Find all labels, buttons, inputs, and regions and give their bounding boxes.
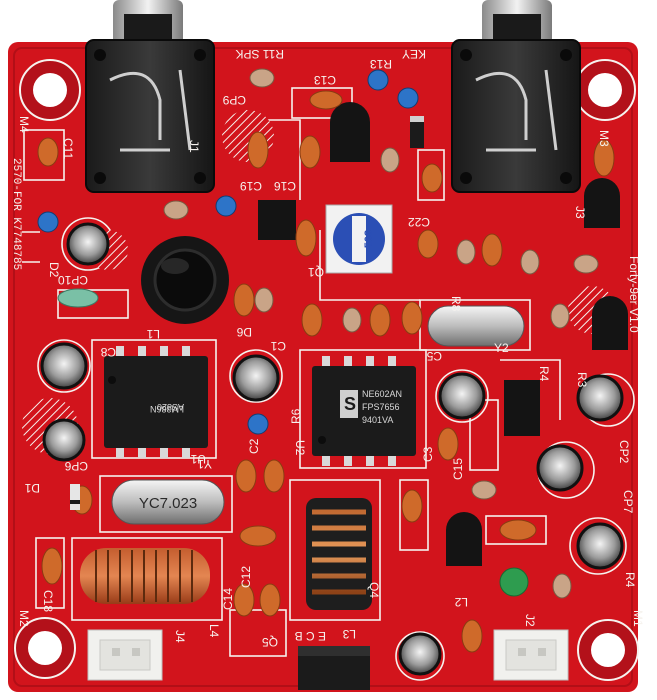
m1-label: M1 (631, 610, 645, 627)
j4-label: J4 (173, 630, 187, 643)
c2-label: C2 (247, 438, 261, 454)
c16-label: C16 (274, 179, 296, 193)
ic-u2-ne602an: S NE602AN FPS7656 9401VA (312, 356, 416, 466)
l3-label: L3 (342, 627, 356, 641)
u1-label: U1 (190, 452, 206, 466)
silkscreen-outlines (22, 87, 635, 681)
cp9-label: CP9 (222, 93, 246, 107)
j1-label: J1 (187, 140, 201, 153)
mounting-hole-bottom-left (14, 617, 76, 679)
c14-label: C14 (221, 588, 235, 610)
speaker-jack-label: R11 SPK (236, 47, 284, 61)
l2-label: L2 (454, 595, 468, 609)
y2-label: Y2 (494, 341, 509, 355)
trimmer-potentiometer[interactable]: 503 (325, 204, 393, 274)
u1-marking-1: LM386N (150, 404, 184, 414)
c1-label: C1 (270, 339, 286, 353)
electrolytic-capacitors (40, 222, 624, 676)
r4b-label: R4 (623, 572, 637, 588)
diodes (70, 116, 424, 510)
c13-label: C13 (314, 73, 336, 87)
c12-label: C12 (239, 566, 253, 588)
cp2-label: CP2 (617, 440, 631, 464)
ebc-label: E C B (295, 629, 326, 643)
key-jack[interactable] (451, 0, 581, 193)
c22-label: C22 (408, 215, 430, 229)
signetics-logo (340, 390, 358, 418)
q4-label: Q4 (367, 582, 381, 598)
header-j2[interactable] (493, 629, 569, 681)
blue-capacitors (37, 69, 419, 435)
y1-label: Y1 (197, 457, 212, 471)
transistors (258, 102, 628, 566)
u2-marking-3: 9401VA (362, 415, 393, 425)
cp6-label: CP6 (64, 459, 88, 473)
crystal-y1: YC7.023 (111, 479, 225, 525)
svg-text:S: S (344, 394, 356, 414)
cp10-label: CP10 (58, 273, 88, 287)
d1-label: D1 (24, 481, 40, 495)
toroid-inductor-l4 (80, 548, 210, 604)
q5-label: Q5 (262, 635, 278, 649)
r6-label: R6 (289, 408, 303, 424)
r4-label: R4 (537, 366, 551, 382)
d6-label: D6 (236, 325, 252, 339)
c5-label: C5 (426, 349, 442, 363)
l1-label: L1 (146, 327, 160, 341)
r13-label: R13 (370, 57, 392, 71)
header-j4[interactable] (87, 629, 163, 681)
c15-label: C15 (451, 458, 465, 480)
transformer-l3 (306, 498, 372, 610)
power-transistor-q5 (298, 646, 370, 690)
u2-label: U2 (293, 440, 307, 456)
u2-marking-2: FPS7656 (362, 402, 400, 412)
crystal-y2 (427, 305, 525, 347)
c8-label: C8 (100, 345, 116, 359)
mounting-hole-bottom-right (577, 619, 639, 681)
u2-marking-1: NE602AN (362, 389, 402, 399)
board-model-label: Forty-9er V1.0 (627, 256, 641, 333)
j2-label: J2 (523, 614, 537, 627)
board-side-label: 2570-FOR K7748785 (10, 158, 22, 270)
resistors (163, 68, 599, 599)
speaker-jack[interactable] (85, 0, 215, 193)
mounting-hole-top-right (574, 59, 636, 121)
q1-label: Q1 (308, 265, 324, 279)
m2-label: M2 (17, 610, 31, 627)
cp7-label: CP7 (621, 490, 635, 514)
m4-label: M4 (17, 116, 31, 133)
mounting-hole-top-left (19, 59, 81, 121)
c11-label: C11 (61, 138, 75, 159)
c3-label: C3 (421, 446, 435, 462)
r3-label: R3 (575, 372, 589, 388)
key-jack-label: KEY (402, 47, 426, 61)
r8-label: R8 (449, 296, 463, 312)
j3-label: J3 (573, 206, 587, 219)
d2-label: D2 (47, 262, 61, 278)
c19-label: C19 (240, 179, 262, 193)
u1-marking-2: AS820 (157, 402, 184, 412)
c18-label: C18 (41, 590, 55, 612)
silkscreen-text: Forty-9er V1.0 2570-FOR K7748785 R11 SPK… (10, 47, 645, 649)
crystal-y1-marking: YC7.023 (139, 495, 197, 512)
l4-label: L4 (207, 624, 221, 638)
ic-u1: LM386N AS820 (104, 346, 208, 458)
trimmer-marking: 503 (363, 230, 375, 248)
green-capacitors (57, 288, 529, 597)
m3-label: M3 (597, 130, 611, 147)
toroid-inductor-l1 (141, 236, 229, 324)
